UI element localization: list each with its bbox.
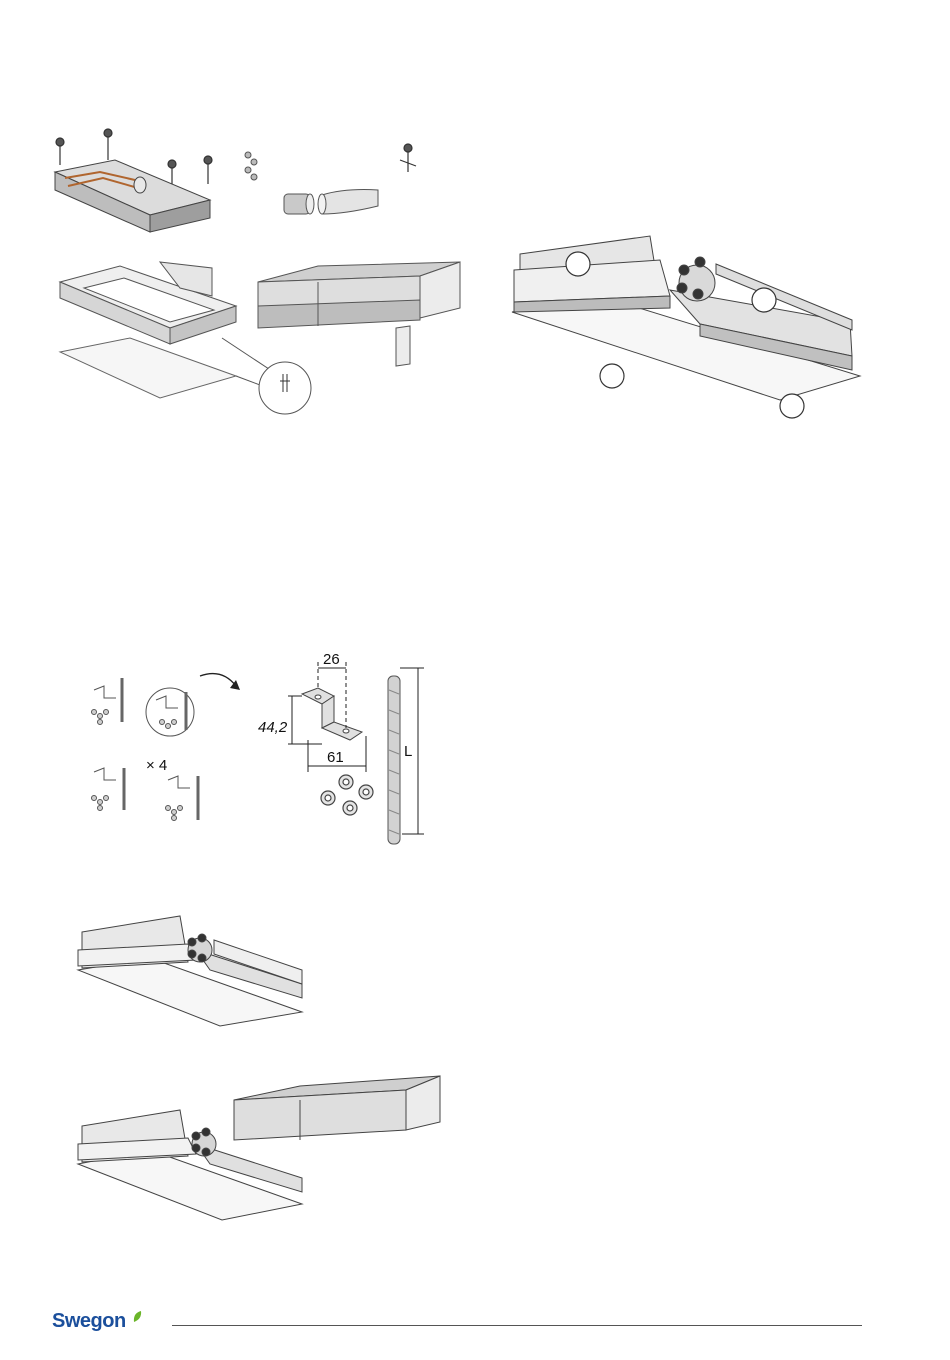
footer-rule	[172, 1325, 862, 1326]
brand-logo: Swegon	[52, 1310, 126, 1333]
leaf-icon	[133, 1310, 142, 1323]
